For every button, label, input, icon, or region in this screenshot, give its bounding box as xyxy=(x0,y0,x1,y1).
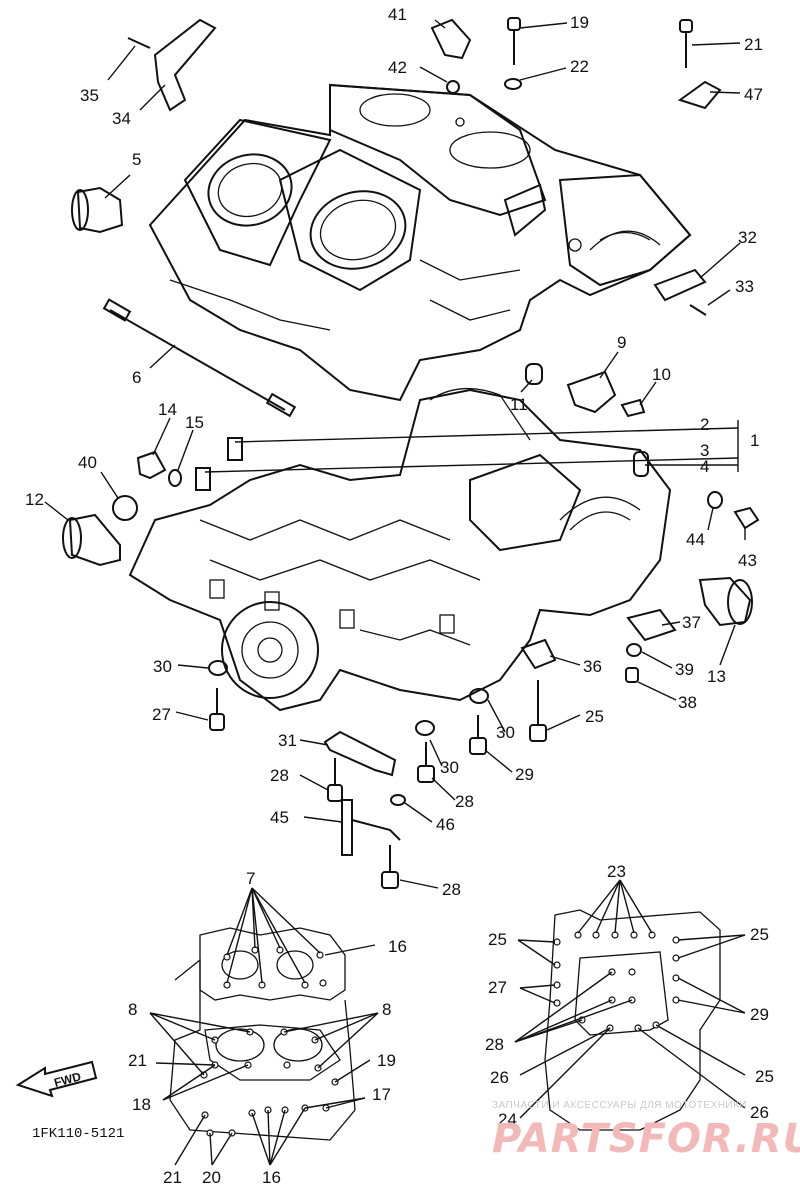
diagram-code: 1FK110-5121 xyxy=(32,1126,124,1142)
callout-1: 1 xyxy=(750,431,759,450)
callout-32: 32 xyxy=(738,228,757,247)
callout-30c: 30 xyxy=(440,758,459,777)
callout-44: 44 xyxy=(686,530,705,549)
callout-29a: 29 xyxy=(515,765,534,784)
callout-21b: 21 xyxy=(128,1051,147,1070)
callout-28b: 28 xyxy=(455,792,474,811)
callout-10: 10 xyxy=(652,365,671,384)
callout-numbers: 1 2 3 4 5 6 7 8 8 9 10 11 12 13 14 15 16… xyxy=(25,5,774,1187)
callout-16a: 16 xyxy=(388,937,407,956)
callout-28d: 28 xyxy=(485,1035,504,1054)
callout-34: 34 xyxy=(112,109,131,128)
callout-25a: 25 xyxy=(585,707,604,726)
callout-28a: 28 xyxy=(270,766,289,785)
group-bracket-1-4 xyxy=(204,420,739,473)
callout-18: 18 xyxy=(132,1095,151,1114)
forward-arrow-icon: FWD xyxy=(15,1060,98,1098)
callout-30a: 30 xyxy=(153,657,172,676)
loose-parts xyxy=(62,17,760,889)
callout-19b: 19 xyxy=(377,1051,396,1070)
callout-24: 24 xyxy=(498,1110,517,1129)
callout-12: 12 xyxy=(25,490,44,509)
callout-26b: 26 xyxy=(750,1103,769,1122)
callout-41: 41 xyxy=(388,5,407,24)
callout-42: 42 xyxy=(388,58,407,77)
callout-29b: 29 xyxy=(750,1005,769,1024)
callout-40: 40 xyxy=(78,453,97,472)
leader-lines xyxy=(44,19,746,889)
callout-36: 36 xyxy=(583,657,602,676)
watermark-tagline: ЗАПЧАСТИ И АКСЕССУАРЫ ДЛЯ МОТОТЕХНИКИ xyxy=(492,1100,747,1111)
callout-47: 47 xyxy=(744,85,763,104)
fwd-label: FWD xyxy=(52,1069,82,1090)
callout-8a: 8 xyxy=(128,1000,137,1019)
watermark-logo: PARTSFOR.RU xyxy=(492,1116,800,1162)
bolt-pattern-top-view xyxy=(149,887,379,1166)
callout-13: 13 xyxy=(707,667,726,686)
callout-21c: 21 xyxy=(163,1168,182,1187)
callout-31: 31 xyxy=(278,731,297,750)
callout-11: 11 xyxy=(510,395,528,414)
callout-3: 3 xyxy=(700,441,709,460)
callout-7: 7 xyxy=(246,869,255,888)
callout-8b: 8 xyxy=(382,1000,391,1019)
callout-30b: 30 xyxy=(496,723,515,742)
callout-6: 6 xyxy=(132,368,141,387)
callout-46: 46 xyxy=(436,815,455,834)
callout-26a: 26 xyxy=(490,1068,509,1087)
callout-23: 23 xyxy=(607,862,626,881)
callout-28c: 28 xyxy=(442,880,461,899)
callout-39: 39 xyxy=(675,660,694,679)
callout-16b: 16 xyxy=(262,1168,281,1187)
callout-45: 45 xyxy=(270,808,289,827)
callout-35: 35 xyxy=(80,86,99,105)
callout-37: 37 xyxy=(682,613,701,632)
callout-14: 14 xyxy=(158,400,177,419)
callout-4: 4 xyxy=(700,457,709,476)
callout-9: 9 xyxy=(617,333,626,352)
callout-17: 17 xyxy=(372,1085,391,1104)
callout-38: 38 xyxy=(678,693,697,712)
bolt-dots-left xyxy=(200,946,339,1137)
bolt-pattern-bottom-view xyxy=(514,879,746,1131)
callout-21a: 21 xyxy=(744,35,763,54)
upper-crankcase xyxy=(148,83,692,402)
lower-crankcase xyxy=(128,387,672,712)
callout-2: 2 xyxy=(700,415,709,434)
callout-33: 33 xyxy=(735,277,754,296)
bolt-dots-right xyxy=(553,931,680,1032)
callout-22: 22 xyxy=(570,57,589,76)
callout-25d: 25 xyxy=(755,1067,774,1086)
callout-19a: 19 xyxy=(570,13,589,32)
callout-27a: 27 xyxy=(152,705,171,724)
callout-5: 5 xyxy=(132,150,141,169)
callout-15: 15 xyxy=(185,413,204,432)
callout-43: 43 xyxy=(738,551,757,570)
callout-25c: 25 xyxy=(750,925,769,944)
callout-25b: 25 xyxy=(488,930,507,949)
callout-20: 20 xyxy=(202,1168,221,1187)
callout-27b: 27 xyxy=(488,978,507,997)
